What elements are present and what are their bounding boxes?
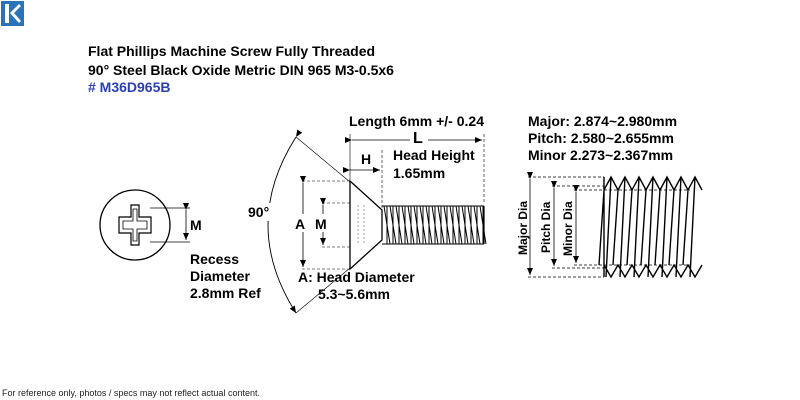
angle-label: 90°: [248, 204, 269, 220]
phillips-recess-icon: [118, 204, 152, 246]
disclaimer: For reference only, photos / specs may n…: [2, 388, 260, 398]
length-label: Length 6mm +/- 0.24: [349, 113, 484, 129]
major-spec: Major: 2.874~2.980mm: [528, 113, 677, 129]
recess-line3: 2.8mm Ref: [190, 285, 261, 301]
company-logo: [1, 1, 24, 26]
part-number: # M36D965B: [88, 79, 171, 95]
pitch-dia-label: Pitch Dia: [539, 201, 553, 253]
product-title-line2: 90° Steel Black Oxide Metric DIN 965 M3-…: [88, 62, 394, 78]
pitch-spec: Pitch: 2.580~2.655mm: [528, 130, 674, 146]
recess-symbol-side: M: [315, 216, 327, 232]
minor-spec: Minor 2.273~2.367mm: [528, 147, 673, 163]
product-title-line1: Flat Phillips Machine Screw Fully Thread…: [88, 43, 376, 59]
thread-detail: Major Dia Pitch Dia Minor Dia: [516, 172, 703, 279]
recess-line2: Diameter: [190, 268, 250, 284]
minor-dia-label: Minor Dia: [561, 201, 575, 256]
head-diameter-symbol: A: [295, 216, 305, 232]
head-height-symbol: H: [361, 151, 371, 167]
head-height-title: Head Height: [393, 147, 475, 163]
screw-side-view: [349, 179, 487, 271]
head-diameter-title: A: Head Diameter: [298, 269, 415, 285]
angle-arc: [267, 129, 303, 314]
recess-line1: Recess: [190, 251, 239, 267]
head-height-value: 1.65mm: [393, 165, 445, 181]
head-diameter-value: 5.3~5.6mm: [318, 286, 390, 302]
thread-profile: [598, 175, 703, 279]
head-top-view: M: [99, 189, 202, 261]
recess-symbol-top: M: [190, 217, 202, 233]
major-dia-label: Major Dia: [516, 201, 530, 255]
length-symbol: L: [413, 130, 423, 147]
side-thread: [383, 205, 487, 245]
